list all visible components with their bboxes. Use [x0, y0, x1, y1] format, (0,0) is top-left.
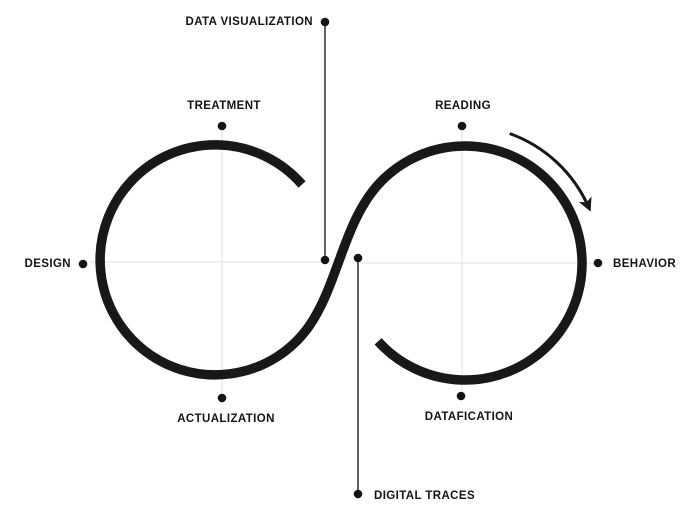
connector-dot	[457, 121, 467, 131]
connector-dot	[320, 17, 330, 27]
connector-dot	[217, 121, 227, 131]
label-digital-traces: DIGITAL TRACES	[374, 490, 476, 502]
infinity-loop-path	[95, 140, 587, 385]
clockwise-arrow-icon	[509, 132, 592, 212]
label-behavior: BEHAVIOR	[613, 258, 677, 270]
center-guide-lines	[90, 131, 594, 393]
connector-dot	[456, 391, 466, 401]
connector-dot	[353, 253, 363, 263]
connector-dots	[78, 17, 603, 499]
label-datafication: DATAFICATION	[424, 411, 514, 423]
connector-dot	[320, 255, 330, 265]
connector-dot	[593, 258, 603, 268]
label-data-visualization: DATA VISUALIZATION	[185, 16, 313, 28]
connector-dot	[78, 259, 88, 269]
label-treatment: TREATMENT	[187, 100, 261, 112]
connector-dot	[217, 393, 227, 403]
label-design: DESIGN	[24, 258, 71, 270]
label-reading: READING	[435, 100, 491, 112]
label-actualization: ACTUALIZATION	[177, 413, 275, 425]
connector-dot	[353, 489, 363, 499]
callout-lines	[324, 24, 359, 492]
